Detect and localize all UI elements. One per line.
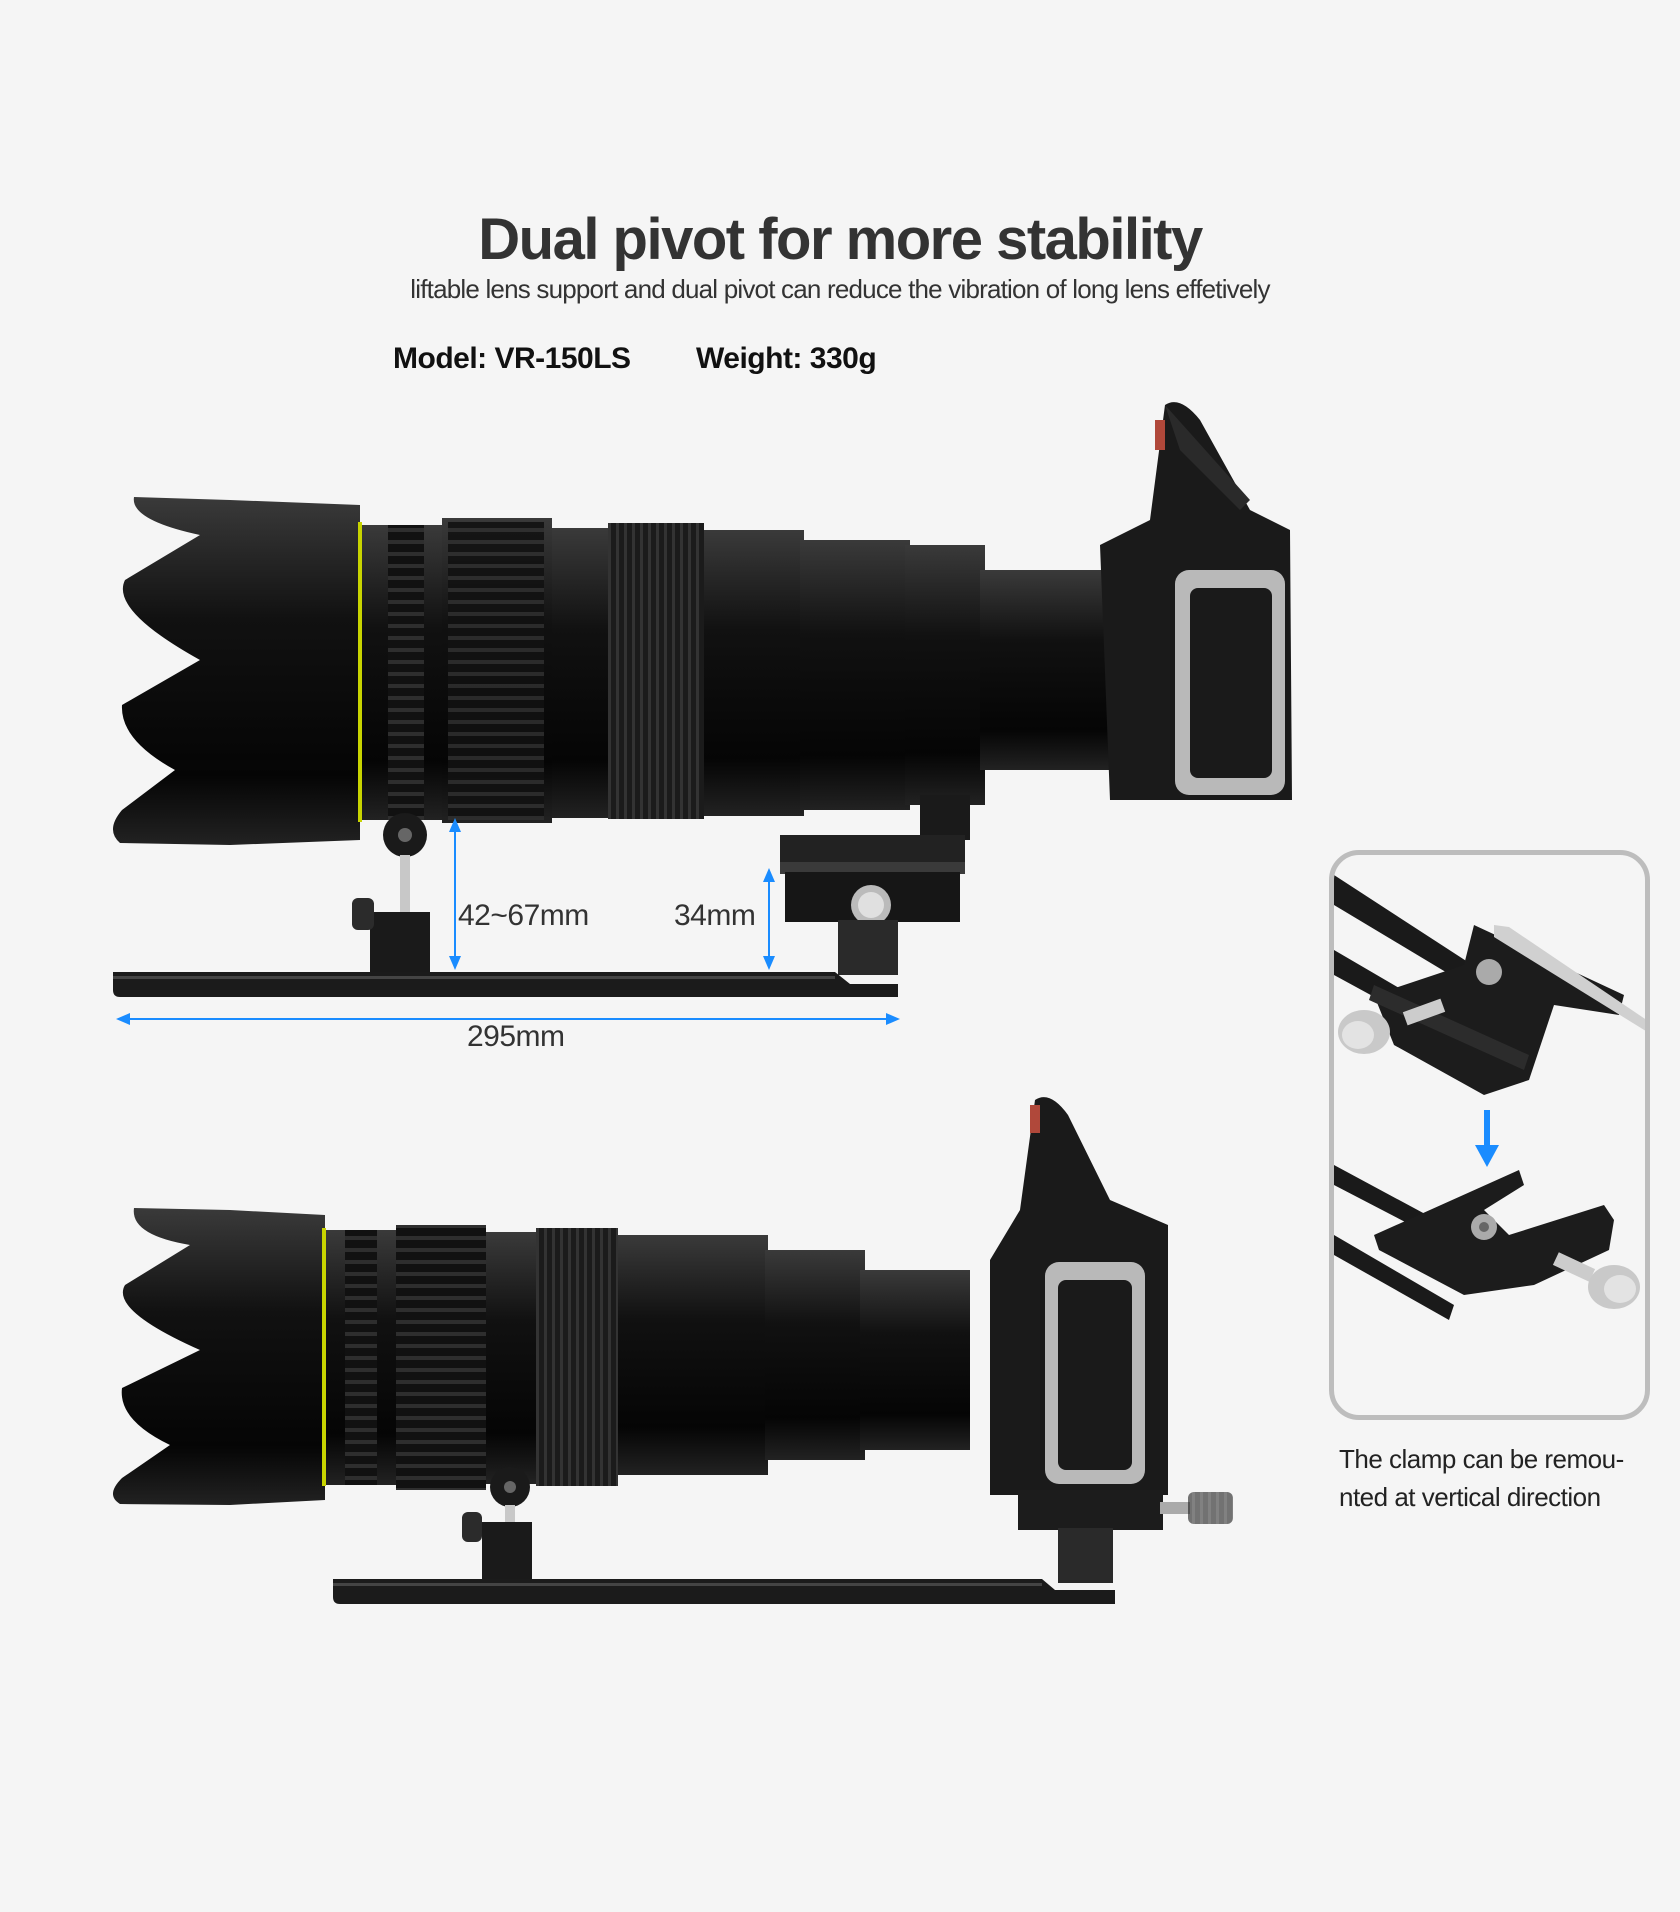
dimension-arrows bbox=[116, 818, 900, 1025]
lift-height-label: 42~67mm bbox=[458, 899, 589, 932]
rail-length-label: 295mm bbox=[467, 1020, 565, 1053]
clamp-illustration bbox=[1334, 875, 1645, 1320]
clamp-detail-inset bbox=[1329, 850, 1650, 1420]
clamp-height-label: 34mm bbox=[674, 899, 756, 932]
upper-camera-with-lens bbox=[112, 402, 1292, 997]
lower-camera-with-lens bbox=[112, 1097, 1233, 1604]
page-subtitle: liftable lens support and dual pivot can… bbox=[410, 274, 1270, 304]
weight-label: Weight: 330g bbox=[696, 342, 877, 375]
caption-line-1: The clamp can be remou- bbox=[1339, 1444, 1624, 1474]
clamp-caption: The clamp can be remou- nted at vertical… bbox=[1339, 1440, 1624, 1516]
arrow-down-icon bbox=[1484, 1110, 1490, 1150]
model-label: Model: VR-150LS bbox=[393, 342, 631, 375]
page-title: Dual pivot for more stability bbox=[478, 207, 1203, 272]
caption-line-2: nted at vertical direction bbox=[1339, 1482, 1601, 1512]
